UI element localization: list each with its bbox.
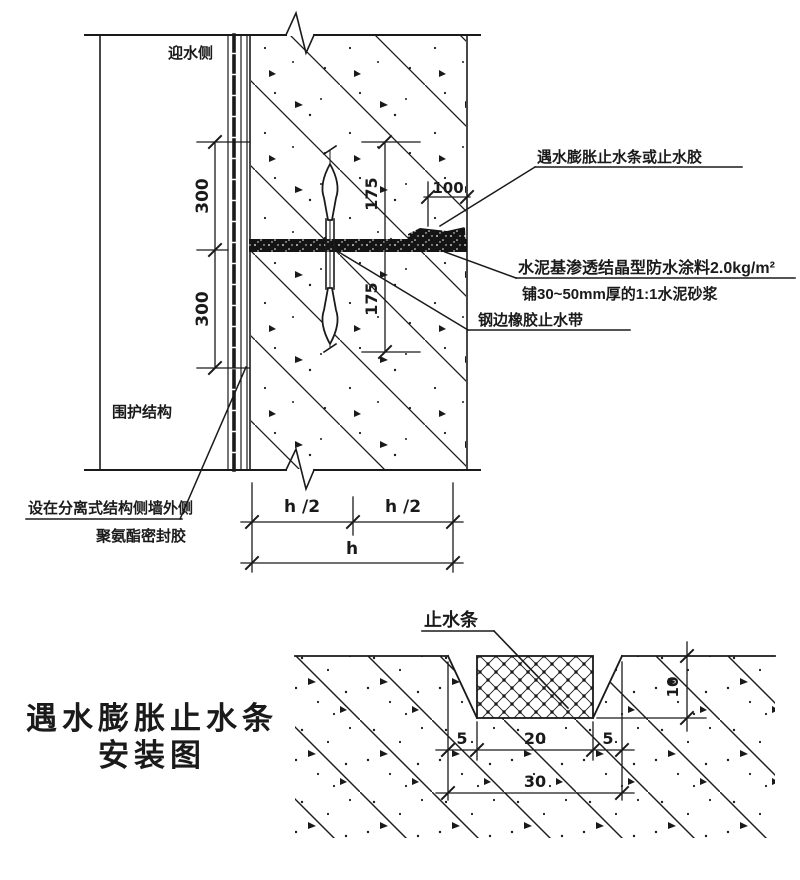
leader-coating xyxy=(444,251,796,279)
dim-300-top-label: 300 xyxy=(193,178,213,214)
dim-175-top-label: 175 xyxy=(362,177,381,210)
break-symbol-icon xyxy=(284,446,316,492)
title-line2: 安装图 xyxy=(98,738,206,773)
label-swelling-strip: 遇水膨胀止水条或止水胶 xyxy=(537,148,702,166)
top-border-line xyxy=(84,10,481,56)
leader-sealant xyxy=(25,366,247,520)
membrane-layers xyxy=(227,33,248,472)
waterstop-strip-section xyxy=(476,655,594,719)
label-mortar: 铺30~50mm厚的1:1水泥砂浆 xyxy=(522,285,718,303)
leader-strip xyxy=(421,629,570,710)
label-sealant-line2: 聚氨酯密封胶 xyxy=(95,527,186,545)
label-strip: 止水条 xyxy=(424,609,479,630)
top-section-detail: 300 300 175 175 100 遇水膨胀止水条或止水胶 xyxy=(25,10,796,573)
leader-steel-edge xyxy=(335,249,631,332)
dim-20-label: 20 xyxy=(524,729,546,748)
dim-175 xyxy=(361,134,421,360)
label-water-side: 迎水侧 xyxy=(168,44,213,62)
dim-300-bottom-label: 300 xyxy=(193,291,213,327)
leader-swelling-strip xyxy=(438,165,743,228)
break-symbol-icon xyxy=(284,10,316,56)
dim-100-label: 100 xyxy=(432,179,463,197)
dim-5-left-label: 5 xyxy=(456,729,467,748)
steel-edge-waterstop-symbol xyxy=(321,144,339,354)
label-sealant-line1: 设在分离式结构侧墙外侧 xyxy=(28,499,193,517)
dim-h-total-label: h xyxy=(346,539,358,559)
dim-10 xyxy=(596,641,707,732)
dim-30-label: 30 xyxy=(524,772,546,791)
dim-h-half-left-label: h /2 xyxy=(284,497,320,517)
groove-installation-detail: 止水条 10 5 20 5 30 xyxy=(294,609,776,838)
dim-h-half-right-label: h /2 xyxy=(385,497,421,517)
dim-10-label: 10 xyxy=(664,677,682,698)
dim-h xyxy=(240,482,464,573)
bottom-border-line xyxy=(84,446,481,492)
groove-outline xyxy=(294,654,776,720)
drawing-title: 遇水膨胀止水条 安装图 xyxy=(26,701,278,773)
swelling-waterstop-blob xyxy=(408,227,466,252)
label-coating: 水泥基渗透结晶型防水涂料2.0kg/m² xyxy=(518,258,775,277)
title-line1: 遇水膨胀止水条 xyxy=(26,701,278,736)
label-enclosure: 围护结构 xyxy=(112,403,172,421)
dim-175-bottom-label: 175 xyxy=(362,282,381,315)
dim-30 xyxy=(435,785,635,801)
dim-5-right-label: 5 xyxy=(602,729,613,748)
dim-300 xyxy=(196,134,251,376)
concrete-wall-hatch xyxy=(251,36,466,469)
dim-100 xyxy=(420,181,475,227)
label-steel-edge: 钢边橡胶止水带 xyxy=(478,311,583,329)
dim-5-20-5 xyxy=(435,661,635,801)
